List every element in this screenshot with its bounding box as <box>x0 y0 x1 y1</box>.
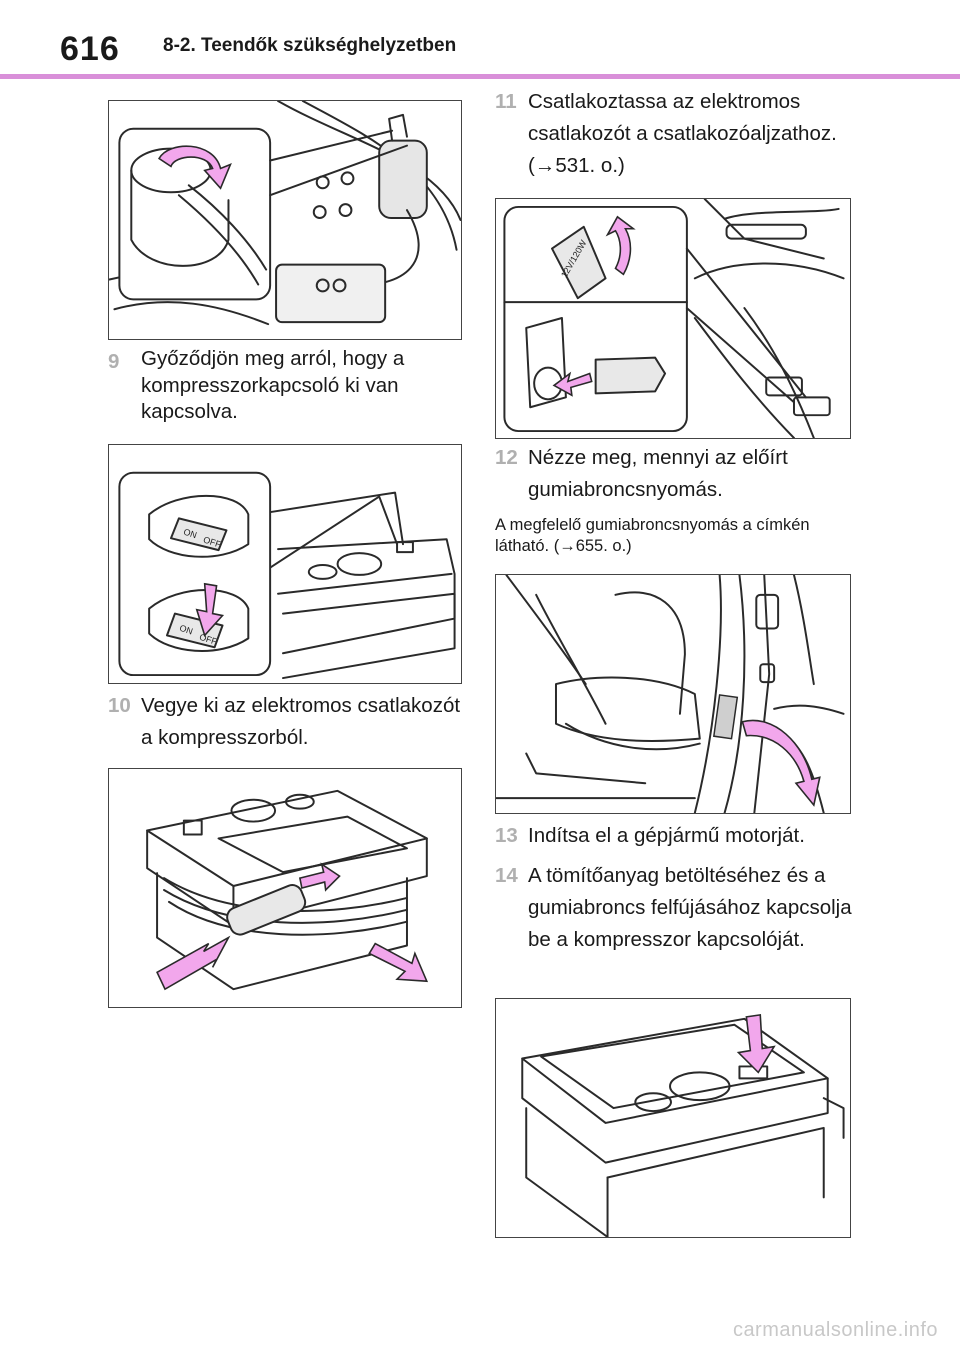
figure-power-socket: 12V/120W <box>495 198 851 439</box>
step-10: 10 Vegye ki az elektromos csatla­kozót a… <box>108 690 462 754</box>
step-text: Győződjön meg arról, hogy a kompresszork… <box>141 347 405 424</box>
figure-switch-off: ON OFF ON OFF <box>108 444 462 684</box>
step-text: Indítsa el a gépjármű motorját. <box>528 824 805 847</box>
step-13: 13 Indítsa el a gépjármű motorját. <box>495 820 855 852</box>
hose-connection-illustration <box>109 101 461 326</box>
switch-label-on: ON <box>182 527 198 541</box>
figure-hose-connection <box>108 100 462 340</box>
switch-on-illustration <box>521 1013 845 1237</box>
pressure-label-illustration <box>496 575 845 813</box>
step-text: Csatlakoztassa az elektromos csatlakozót… <box>528 90 837 177</box>
power-socket-illustration: 12V/120W <box>503 199 845 438</box>
switch-label-on-2: ON <box>178 623 194 637</box>
step-text: Vegye ki az elektromos csatla­kozót a ko… <box>141 694 461 749</box>
step-9: 9 Győződjön meg arról, hogy a kompresszo… <box>108 346 462 426</box>
step-14: 14 A tömítőanyag betöltéséhez és a gumia… <box>495 860 855 955</box>
step-number: 11 <box>495 90 517 113</box>
figure-pressure-label <box>495 574 851 814</box>
pressure-note: A megfelelő gumiabroncsnyomás a címkén l… <box>495 516 810 555</box>
step-number: 9 <box>108 350 120 373</box>
figure-switch-on <box>495 998 851 1238</box>
step-11: 11 Csatlakoztassa az elektromos csatlako… <box>495 86 855 181</box>
step-text: A tömítőanyag betöltéséhez és a gumiabro… <box>528 864 852 951</box>
step-12: 12 Nézze meg, mennyi az előírt gumiabron… <box>495 442 855 506</box>
header-rule <box>0 74 960 79</box>
figure-remove-plug <box>108 768 462 1008</box>
page-header: 616 8-2. Teendők szükséghelyzetben <box>0 0 960 79</box>
page-number: 616 <box>60 30 120 68</box>
section-title: 8-2. Teendők szükséghelyzetben <box>163 35 457 56</box>
step-number: 12 <box>495 446 518 469</box>
step-number: 10 <box>108 694 131 717</box>
remove-plug-illustration <box>146 789 429 991</box>
watermark: carmanualsonline.info <box>732 1319 938 1341</box>
switch-off-illustration: ON OFF ON OFF <box>118 471 456 680</box>
step-number: 14 <box>495 864 518 887</box>
step-number: 13 <box>495 824 518 847</box>
step-text: Nézze meg, mennyi az előírt gumiabroncsn… <box>528 446 788 501</box>
